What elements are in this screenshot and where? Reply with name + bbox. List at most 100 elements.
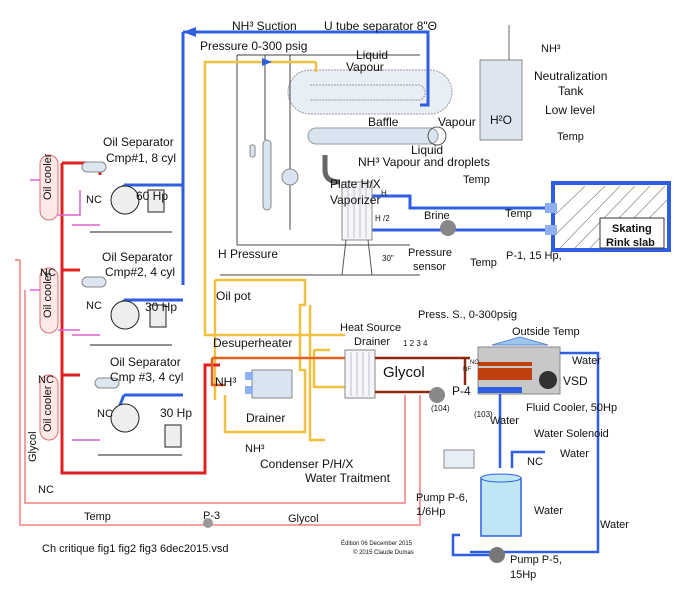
- nh3-vent-label: NH³: [541, 43, 561, 55]
- nc-label-1: NC: [86, 194, 102, 206]
- p1-label: P-1, 15 Hp,: [506, 250, 562, 262]
- plate-hx-label: Plate H/X: [330, 177, 381, 191]
- pump-p5-label-1: Pump P-5,: [510, 554, 562, 566]
- nh3-desup-label: NH³: [215, 375, 237, 389]
- water-right-label: Water: [600, 519, 629, 531]
- water-piping: [451, 351, 600, 557]
- temp-slab-label: Temp: [505, 208, 532, 220]
- u-tube-separator: [287, 69, 453, 115]
- h-pressure-label: H Pressure: [218, 247, 279, 261]
- water-inlet-label: Water: [560, 448, 589, 460]
- desuperheater-vessel: [251, 369, 293, 399]
- glycol-left-label: Glycol: [27, 431, 39, 462]
- temp-supply-label: Temp: [463, 174, 490, 186]
- vapour-top-label: Vapour: [346, 60, 384, 74]
- condenser-phx: [344, 349, 376, 399]
- nc-label-4: NC: [40, 267, 56, 279]
- h2-dimension: H /2: [375, 214, 390, 223]
- pump-p6-label-2: 1/6Hp: [416, 506, 446, 518]
- water-solenoid-label: Water Solenoid: [534, 428, 609, 440]
- water-treatment-unit: [443, 449, 475, 469]
- low-level-label: Low level: [545, 103, 596, 117]
- water-top-label: Water: [572, 355, 601, 367]
- brine-label: Brine: [424, 210, 450, 222]
- vaporizer-label: Vaporizer: [330, 193, 381, 207]
- pump-p1[interactable]: [440, 220, 456, 236]
- nc-label-6: NC: [38, 484, 54, 496]
- tank-label: Tank: [558, 84, 584, 98]
- water-tank: [480, 477, 522, 537]
- pressure-sensor-label-1: Pressure: [408, 247, 453, 259]
- liquid-mid-label: Liquid: [411, 143, 444, 157]
- glycol-return-piping: [15, 259, 421, 526]
- desuperheater-label: Desuperheater: [213, 336, 293, 350]
- compressors: [110, 185, 182, 448]
- glycol-mid-label: Glycol: [383, 364, 425, 381]
- filename-label: Ch critique fig1 fig2 fig3 6dec2015.vsd: [42, 543, 229, 555]
- oil-cooler-1-label: Oil cooler: [42, 153, 54, 200]
- temp-bottom-label: Temp: [84, 511, 111, 523]
- oil-coolers: [39, 154, 59, 441]
- pump-p6-label-1: Pump P-6,: [416, 492, 468, 504]
- brine-piping: [370, 194, 555, 232]
- temp-return-label: Temp: [470, 257, 497, 269]
- pump-p4[interactable]: [429, 387, 445, 403]
- nh3-suction-label: NH³ Suction: [232, 19, 297, 33]
- p3-label: P-3: [203, 510, 221, 522]
- nc-solenoid-label: NC: [527, 456, 543, 468]
- cmp3-label: Cmp #3, 4 cyl: [110, 370, 184, 384]
- cmp2-label: Cmp#2, 4 cyl: [105, 265, 176, 279]
- water-tank-label: Water: [534, 505, 563, 517]
- outside-temp-label: Outside Temp: [512, 326, 580, 338]
- liquid-top-label: Liquid: [356, 48, 389, 62]
- h-dimension: H: [381, 189, 387, 198]
- copyright-label: © 2015 Claude Dumas: [353, 550, 414, 556]
- nf-label: NF: [463, 367, 471, 373]
- suction-arrow: [183, 27, 196, 37]
- glycol-piping: [375, 356, 470, 394]
- pump-p5[interactable]: [489, 547, 505, 563]
- oil-cooler-3-label: Oil cooler: [42, 385, 54, 432]
- nc-label-2: NC: [86, 300, 102, 312]
- dim-30: 30": [382, 254, 394, 263]
- glycol-bottom-label: Glycol: [288, 513, 319, 525]
- nh3-vapour-droplets-label: NH³ Vapour and droplets: [358, 155, 490, 169]
- condenser-label: Condenser P/H/X: [260, 457, 354, 471]
- vapour-right-label: Vapour: [438, 115, 476, 129]
- press-numbers: 1 2 3 4: [403, 339, 428, 348]
- temp-top-right-label: Temp: [557, 131, 584, 143]
- oil-separator-3-label: Oil Separator: [110, 355, 181, 369]
- plate-hx-vaporizer: [341, 181, 373, 241]
- oil-pot-label: Oil pot: [216, 289, 251, 303]
- oil-separators: [81, 161, 120, 389]
- tag-104: (104): [431, 404, 450, 413]
- baffle-label: Baffle: [368, 115, 399, 129]
- skating-label: Skating: [612, 223, 652, 235]
- pressure-gauge-label: Pressure 0-300 psig: [200, 39, 308, 53]
- u-tube-separator-label: U tube separator 8"Θ: [324, 19, 437, 33]
- drainer-label: Drainer: [246, 411, 286, 425]
- cmp1-label: Cmp#1, 8 cyl: [106, 151, 177, 165]
- pressure-sensor-label-2: sensor: [413, 261, 447, 273]
- hp-30a-label: 30 Hp: [145, 300, 178, 314]
- nh3-liquid-piping: [203, 60, 345, 442]
- press-s-label: Press. S., 0-300psig: [418, 309, 518, 321]
- h2o-label: H²O: [490, 113, 512, 127]
- p4-label: P-4: [452, 384, 471, 398]
- oil-piping: [30, 179, 100, 441]
- neutralization-label: Neutralization: [534, 69, 608, 83]
- water-treatment-label: Water Traitment: [305, 471, 390, 485]
- pump-p3[interactable]: [203, 518, 213, 528]
- tag-103: (103): [474, 410, 493, 419]
- oil-separator-1-label: Oil Separator: [103, 135, 174, 149]
- nc-label-3: NC: [97, 408, 113, 420]
- edition-label: Édition 06 December 2015: [341, 541, 413, 547]
- heat-source-drainer-label: Drainer: [354, 336, 391, 348]
- structure-lines: [220, 54, 420, 276]
- discharge-piping: [60, 161, 220, 475]
- rink-label-box: [599, 217, 665, 249]
- hp-30b-label: 30 Hp: [160, 406, 193, 420]
- oil-separator-2-label: Oil Separator: [102, 250, 173, 264]
- nc-label-5: NC: [38, 374, 54, 386]
- vsd-fan: [539, 371, 557, 389]
